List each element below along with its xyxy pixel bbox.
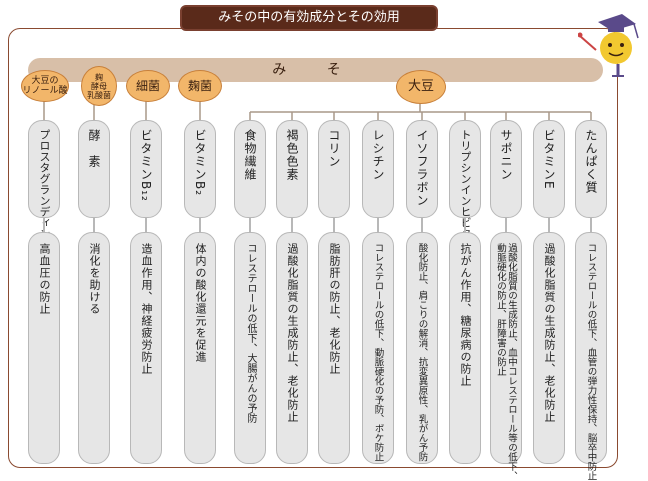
component-effect: 過酸化脂質の生成防止、血中コレステロール等の低下、 動脈硬化の防止、肝障害の防止 — [495, 243, 517, 481]
effect-box: 酸化防止、肩こりの解消、抗変異原性、乳がん予防 — [406, 232, 438, 464]
component-column: 酵 素消化を助ける — [78, 120, 110, 464]
component-effect: 脂肪肝の防止、老化防止 — [328, 243, 341, 375]
mascot-icon — [578, 14, 639, 77]
component-name: 食物繊維 — [243, 129, 257, 181]
component-effect: 体内の酸化還元を促進 — [194, 243, 207, 363]
connector — [249, 218, 251, 232]
component-name-box: 酵 素 — [78, 120, 110, 218]
component-name: ビタミンB₁₂ — [139, 129, 153, 202]
component-name-box: 食物繊維 — [234, 120, 266, 218]
connector — [421, 218, 423, 232]
effect-box: コレステロールの低下、動脈硬化の予防、ボケ防止 — [362, 232, 394, 464]
effect-box: 過酸化脂質の生成防止、老化防止 — [276, 232, 308, 464]
connector — [548, 218, 550, 232]
component-column: 食物繊維コレステロールの低下、大腸がんの予防 — [234, 120, 266, 464]
component-name: たんぱく質 — [584, 129, 598, 194]
connector — [377, 218, 379, 232]
connector — [464, 218, 466, 232]
component-name: 酵 素 — [87, 129, 101, 168]
component-effect: 消化を助ける — [88, 243, 101, 315]
component-name: ビタミンE — [542, 129, 556, 190]
component-column: レシチンコレステロールの低下、動脈硬化の予防、ボケ防止 — [362, 120, 394, 464]
component-name-box: 褐色色素 — [276, 120, 308, 218]
component-name-box: ビタミンB₂ — [184, 120, 216, 218]
source-linoleic: 大豆の リノール酸 — [21, 70, 69, 102]
effect-box: 体内の酸化還元を促進 — [184, 232, 216, 464]
connector — [145, 218, 147, 232]
component-column: 褐色色素過酸化脂質の生成防止、老化防止 — [276, 120, 308, 464]
source-koji: 麹菌 — [178, 70, 222, 102]
component-name: レシチン — [371, 129, 385, 181]
effect-box: 過酸化脂質の生成防止、老化防止 — [533, 232, 565, 464]
component-effect: コレステロールの低下、大腸がんの予防 — [245, 243, 256, 423]
component-effect: 造血作用、神経疲労防止 — [140, 243, 153, 375]
connector — [93, 218, 95, 232]
effect-box: コレステロールの低下、血管の弾力性保持、脳卒中防止 — [575, 232, 607, 481]
effect-box: 過酸化脂質の生成防止、血中コレステロール等の低下、 動脈硬化の防止、肝障害の防止 — [490, 232, 522, 481]
component-effect: 過酸化脂質の生成防止、老化防止 — [286, 243, 299, 423]
component-effect: 抗がん作用、糖尿病の防止 — [459, 243, 472, 387]
connector — [590, 218, 592, 232]
connector — [43, 218, 45, 232]
component-name-box: コリン — [318, 120, 350, 218]
component-name: ビタミンB₂ — [193, 129, 207, 197]
connector — [199, 218, 201, 232]
component-column: ビタミンE 過酸化脂質の生成防止、老化防止 — [533, 120, 565, 464]
source-bacteria: 細菌 — [126, 70, 170, 102]
component-name-box: トリプシンインヒビター — [449, 120, 481, 250]
effect-box: 造血作用、神経疲労防止 — [130, 232, 162, 464]
connector — [333, 218, 335, 232]
connector — [291, 218, 293, 232]
diagram-title: みその中の有効成分とその効用 — [180, 5, 438, 31]
miso-bar: み そ — [28, 58, 603, 82]
component-column: イソフラボン酸化防止、肩こりの解消、抗変異原性、乳がん予防 — [406, 120, 438, 464]
connector — [505, 218, 507, 232]
effect-box: 消化を助ける — [78, 232, 110, 464]
component-column: サポニン過酸化脂質の生成防止、血中コレステロール等の低下、 動脈硬化の防止、肝障… — [490, 120, 522, 481]
component-column: トリプシンインヒビター抗がん作用、糖尿病の防止 — [449, 120, 481, 464]
component-name: コリン — [327, 129, 341, 168]
source-soybean: 大豆 — [396, 70, 446, 104]
effect-box: 高血圧の防止 — [28, 232, 60, 464]
component-name-box: プロスタグランディンE — [28, 120, 60, 246]
component-name-box: たんぱく質 — [575, 120, 607, 218]
component-name-box: レシチン — [362, 120, 394, 218]
component-column: ビタミンB₂ 体内の酸化還元を促進 — [184, 120, 216, 464]
component-name-box: ビタミンE — [533, 120, 565, 218]
effect-box: 脂肪肝の防止、老化防止 — [318, 232, 350, 464]
component-name: プロスタグランディンE — [38, 129, 51, 246]
component-name: トリプシンインヒビター — [459, 129, 472, 250]
effect-box: コレステロールの低下、大腸がんの予防 — [234, 232, 266, 464]
component-effect: 過酸化脂質の生成防止、老化防止 — [543, 243, 556, 423]
component-column: コリン脂肪肝の防止、老化防止 — [318, 120, 350, 464]
component-column: ビタミンB₁₂ 造血作用、神経疲労防止 — [130, 120, 162, 464]
component-name: イソフラボン — [415, 129, 429, 207]
component-effect: コレステロールの低下、動脈硬化の予防、ボケ防止 — [372, 243, 384, 462]
component-name: サポニン — [499, 129, 513, 181]
source-yeast: 麹 酵母 乳酸菌 — [81, 66, 117, 106]
component-effect: コレステロールの低下、血管の弾力性保持、脳卒中防止 — [585, 243, 597, 481]
component-effect: 酸化防止、肩こりの解消、抗変異原性、乳がん予防 — [416, 243, 428, 462]
component-name: 褐色色素 — [285, 129, 299, 181]
component-effect: 高血圧の防止 — [38, 243, 51, 315]
component-name-box: サポニン — [490, 120, 522, 218]
component-name-box: ビタミンB₁₂ — [130, 120, 162, 218]
component-column: たんぱく質コレステロールの低下、血管の弾力性保持、脳卒中防止 — [575, 120, 607, 481]
component-name-box: イソフラボン — [406, 120, 438, 218]
effect-box: 抗がん作用、糖尿病の防止 — [449, 232, 481, 464]
